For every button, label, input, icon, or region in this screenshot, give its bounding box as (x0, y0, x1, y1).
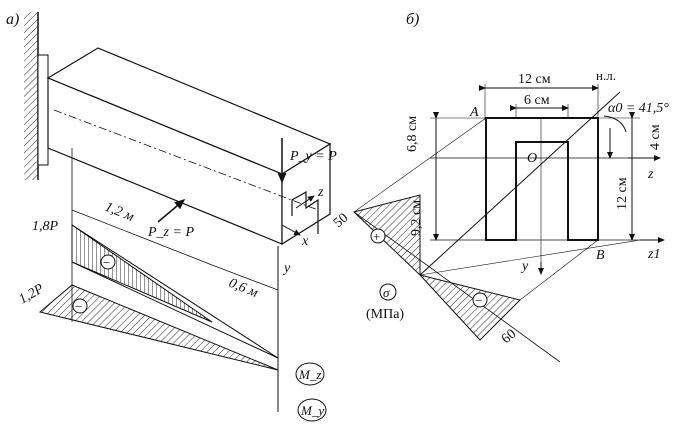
force-pz-label: P_z = P (147, 225, 194, 240)
point-a: A (469, 105, 479, 120)
stress-max: 50 (331, 211, 351, 231)
length-2: 0,6 м (227, 276, 260, 301)
cross-section: A B O (469, 105, 605, 263)
panel-b: б) 12 см 6 см A B O z z1 (331, 11, 669, 363)
free-end-axes: z x (281, 185, 324, 249)
moment-mz-diagram: 1,8P − (32, 219, 279, 359)
moment-labels: M_z M_y (295, 362, 327, 422)
unit-label: (МПа) (366, 307, 404, 322)
top-dimensions: 12 см 6 см (479, 72, 599, 120)
panel-a-label: а) (6, 11, 19, 28)
neutral-line-label: н.л. (596, 68, 616, 83)
point-b: B (596, 248, 605, 263)
point-o: O (527, 151, 537, 166)
sign-minus-mz: − (103, 255, 110, 270)
moment-y-label: M_y (300, 403, 324, 418)
dim-width-inner: 6 см (524, 93, 550, 108)
sign-minus-my: − (75, 299, 82, 314)
axis-z-label-a: z (317, 185, 324, 200)
sign-plus: + (373, 229, 380, 244)
force-py: P_y = P (277, 138, 337, 184)
alpha0-label: α0 = 41,5° (608, 101, 669, 116)
dim-12: 12 см (615, 177, 630, 210)
force-pz: P_z = P (147, 199, 194, 240)
axis-z1-label: z1 (647, 247, 660, 262)
stress-diagram: + − 50 60 (331, 117, 641, 363)
section-axes: z z1 y (430, 118, 665, 275)
panel-a: а) P_y = P P_z = P (6, 11, 337, 422)
axis-y-label-a: y (282, 261, 291, 276)
axis-x-label-a: x (301, 234, 309, 249)
sign-minus-b: − (475, 293, 482, 308)
right-dimensions: 12 см 4 см (598, 112, 663, 241)
sigma-unit: σ (МПа) (366, 283, 404, 322)
moment-z-label: M_z (298, 367, 321, 382)
neutral-line: н.л. α0 = 41,5° (419, 68, 669, 276)
axis-z-label-b: z (647, 167, 654, 182)
force-py-label: P_y = P (289, 149, 337, 164)
moment-top-value: 1,8P (32, 219, 59, 234)
dim-4: 4 см (648, 124, 663, 150)
length-1: 1,2 м (103, 200, 136, 225)
fixed-wall (24, 12, 49, 180)
dim-width-outer: 12 см (518, 72, 551, 87)
panel-b-label: б) (406, 11, 419, 28)
beam (46, 47, 332, 246)
moment-bottom-value: 1,2P (17, 281, 47, 307)
sigma-label: σ (383, 285, 390, 300)
axis-y-label-b: y (520, 259, 529, 274)
dim-68: 6,8 см (405, 116, 420, 152)
